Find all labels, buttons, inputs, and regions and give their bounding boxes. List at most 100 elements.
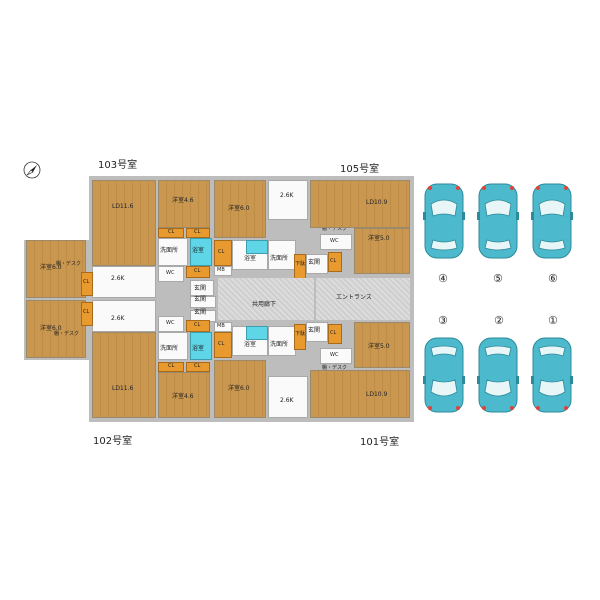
cl-101-b	[328, 324, 342, 344]
room-ld-103	[92, 180, 156, 266]
label-yoshitsu-60-b: 洋室6.0	[228, 205, 250, 212]
label-cl-103-b: CL	[168, 229, 175, 235]
label-k-102: 2.6K	[111, 315, 125, 322]
car-icon-1	[530, 336, 574, 414]
label-yoshitsu-50-a: 洋室5.0	[368, 235, 390, 242]
label-tana-101: 棚・デスク	[322, 365, 348, 371]
unit-label-102: 102号室	[93, 436, 133, 447]
room-kitchen-105	[268, 180, 308, 220]
room-ld-102	[92, 332, 156, 418]
room-bath-102	[190, 332, 212, 360]
room-kitchen-101	[268, 376, 308, 418]
label-cl-102-b: CL	[194, 322, 201, 328]
cl-103-d	[186, 266, 210, 278]
room-wc-101	[320, 348, 352, 364]
label-genkan-103: 玄関	[194, 285, 207, 292]
room-senmen-102	[158, 332, 188, 360]
compass-icon	[22, 160, 42, 180]
label-entrance: エントランス	[336, 294, 372, 301]
label-k-101: 2.6K	[280, 397, 294, 404]
label-yoshitsu-46-a: 洋室4.6	[172, 197, 194, 204]
label-cl-102-a: CL	[83, 309, 90, 315]
parking-number-1: ①	[548, 314, 558, 327]
label-cl-103-d: CL	[194, 268, 201, 274]
common-corridor	[218, 278, 314, 320]
label-mb-b: MB	[217, 323, 225, 329]
room-wc-105	[320, 234, 352, 250]
room-kitchen-102	[92, 300, 156, 332]
room-kitchen-103	[92, 266, 156, 298]
parking-number-2: ②	[494, 314, 504, 327]
label-wc-103: WC	[166, 270, 175, 276]
label-ld-101: LD10.9	[366, 391, 388, 398]
label-genkan-mid-b: 玄関	[194, 309, 207, 316]
cl-mid-a	[214, 240, 232, 266]
cl-102-d	[186, 362, 210, 372]
label-bath-b: 浴室	[244, 255, 257, 262]
cl-102-a	[81, 302, 93, 326]
label-ld-102: LD11.6	[112, 385, 134, 392]
label-k-103: 2.6K	[111, 275, 125, 282]
room-mb-a	[214, 266, 232, 276]
room-bath-103	[190, 238, 212, 266]
label-yoshitsu-60-d: 洋室6.0	[228, 385, 250, 392]
label-cl-mid-a: CL	[218, 249, 225, 255]
room-wc-102	[158, 316, 184, 332]
label-bath-102: 浴室	[192, 345, 205, 352]
room-bath-c	[246, 326, 268, 340]
label-tana-103: 棚・デスク	[56, 261, 82, 267]
room-bath-b	[246, 240, 268, 254]
car-icon-5	[476, 182, 520, 260]
label-tana-102: 棚・デスク	[54, 331, 80, 337]
label-corridor: 共用廊下	[252, 301, 277, 308]
room-yoshitsu-50-b	[354, 322, 410, 368]
label-ld-103: LD11.6	[112, 203, 134, 210]
room-yoshitsu-60-d	[214, 360, 266, 418]
room-ld-105	[310, 180, 410, 228]
label-genkan-101: 玄関	[308, 327, 321, 334]
label-yoshitsu-46-b: 洋室4.6	[172, 393, 194, 400]
label-senmen-102: 洗面所	[160, 345, 179, 352]
room-senmen-c	[268, 326, 296, 356]
room-yoshitsu-46-a	[158, 180, 210, 228]
label-cl-103-c: CL	[194, 229, 201, 235]
label-tana-105: 棚・デスク	[322, 226, 348, 232]
car-icon-4	[422, 182, 466, 260]
room-ld-101	[310, 370, 410, 418]
floor-plan: 洋室6.0 LD11.6 2.6K 棚・デスク CL 洋室4.6 CL CL 洗…	[24, 176, 414, 422]
cl-mid-b	[214, 332, 232, 358]
room-genkan-103	[190, 280, 214, 296]
cl-103-b	[158, 228, 184, 238]
parking-number-6: ⑥	[548, 272, 558, 285]
label-cl-102-c: CL	[168, 363, 175, 369]
room-yoshitsu-60-c	[26, 300, 86, 358]
car-icon-6	[530, 182, 574, 260]
label-cl-105-b: CL	[330, 258, 337, 264]
unit-label-105: 105号室	[340, 164, 380, 175]
label-shuno-105: 下駄	[295, 261, 306, 267]
parking-number-4: ④	[438, 272, 448, 285]
room-genkan-mid-a	[190, 296, 216, 308]
label-yoshitsu-60-a: 洋室6.0	[40, 264, 62, 271]
room-yoshitsu-46-b	[158, 372, 210, 418]
cl-101-a	[294, 324, 306, 350]
room-wc-103	[158, 266, 184, 282]
unit-label-103: 103号室	[98, 160, 138, 171]
room-genkan-105	[306, 254, 328, 274]
cl-103-c	[186, 228, 210, 238]
room-yoshitsu-60-b	[214, 180, 266, 238]
car-icon-3	[422, 336, 466, 414]
room-senmen-b	[268, 240, 296, 270]
car-icon-2	[476, 336, 520, 414]
label-senmen-103: 洗面所	[160, 247, 179, 254]
label-cl-102-d: CL	[194, 363, 201, 369]
cl-103-a	[81, 272, 93, 296]
label-yoshitsu-60-c: 洋室6.0	[40, 325, 62, 332]
label-cl-103-a: CL	[83, 279, 90, 285]
room-senmen-103	[158, 238, 188, 266]
label-ld-105: LD10.9	[366, 199, 388, 206]
cl-102-c	[158, 362, 184, 372]
parking-number-3: ③	[438, 314, 448, 327]
label-wc-101: WC	[330, 352, 339, 358]
label-yoshitsu-50-b: 洋室5.0	[368, 343, 390, 350]
